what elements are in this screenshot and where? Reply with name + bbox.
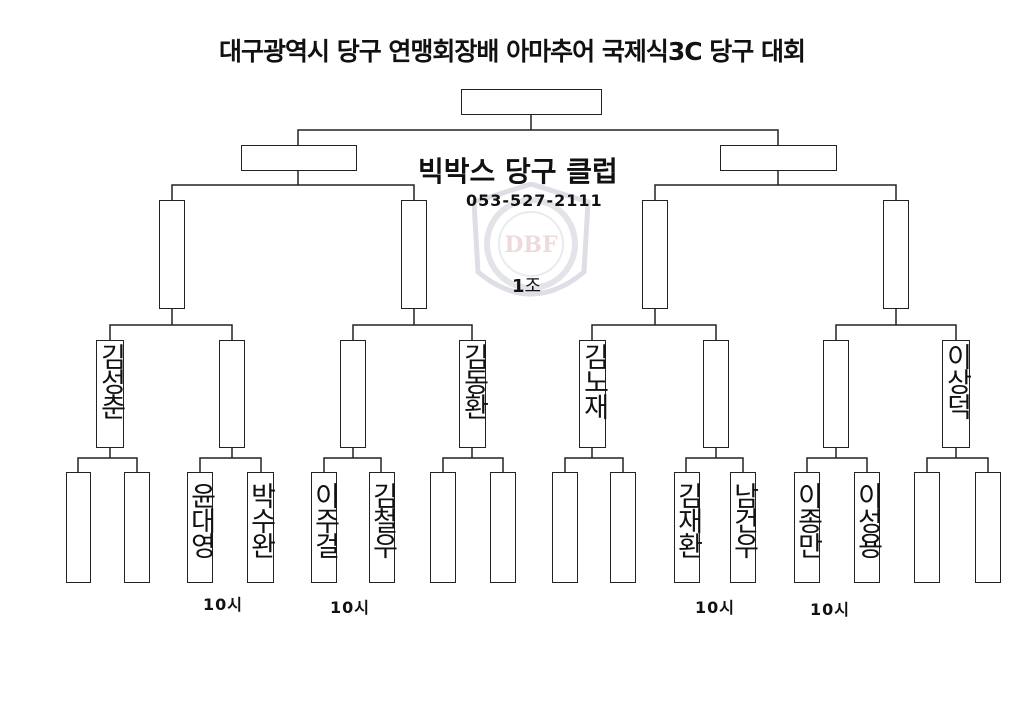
round16-box[interactable] bbox=[823, 340, 849, 448]
round16-box[interactable] bbox=[942, 340, 970, 448]
match-time: 10시 bbox=[695, 598, 735, 617]
player-name-round16: 이상덕 bbox=[941, 343, 972, 418]
quarterfinal-box[interactable] bbox=[401, 200, 427, 309]
federation-logo-watermark: DBF bbox=[468, 181, 594, 318]
round16-box[interactable] bbox=[219, 340, 245, 448]
final-box[interactable] bbox=[461, 89, 602, 115]
round32-box[interactable] bbox=[490, 472, 516, 583]
group-number: 1 bbox=[512, 276, 525, 297]
player-name-round32: 윤대영 bbox=[185, 482, 216, 557]
logo-text: DBF bbox=[504, 232, 558, 258]
round32-box[interactable] bbox=[66, 472, 91, 583]
match-time: 10시 bbox=[203, 595, 243, 614]
player-name-round32: 김철우 bbox=[367, 482, 398, 557]
player-name-round32: 이성용 bbox=[852, 482, 883, 557]
player-name-round32: 이주걸 bbox=[309, 482, 340, 557]
match-time: 10시 bbox=[330, 598, 370, 617]
round16-box[interactable] bbox=[459, 340, 486, 448]
round32-box[interactable] bbox=[247, 472, 274, 583]
round16-box[interactable] bbox=[340, 340, 366, 448]
club-phone: 053-527-2111 bbox=[466, 191, 603, 210]
group-suffix: 조 bbox=[524, 276, 542, 297]
round32-box[interactable] bbox=[124, 472, 150, 583]
round32-box[interactable] bbox=[914, 472, 940, 583]
semifinal-box-right[interactable] bbox=[720, 145, 837, 171]
round32-box[interactable] bbox=[369, 472, 395, 583]
round32-box[interactable] bbox=[552, 472, 578, 583]
quarterfinal-box[interactable] bbox=[159, 200, 185, 309]
club-name: 빅박스 당구 클럽 bbox=[418, 155, 618, 188]
player-name-round32: 남건우 bbox=[728, 482, 759, 557]
round32-box[interactable] bbox=[311, 472, 337, 583]
round32-box[interactable] bbox=[430, 472, 456, 583]
quarterfinal-box[interactable] bbox=[883, 200, 909, 309]
player-name-round32: 박수완 bbox=[245, 482, 276, 557]
group-label: 1조 bbox=[512, 272, 541, 298]
round32-box[interactable] bbox=[854, 472, 880, 583]
round32-box[interactable] bbox=[610, 472, 636, 583]
page-title: 대구광역시 당구 연맹회장배 아마추어 국제식3C 당구 대회 bbox=[219, 37, 806, 66]
round32-box[interactable] bbox=[674, 472, 700, 583]
quarterfinal-box[interactable] bbox=[642, 200, 668, 309]
round32-box[interactable] bbox=[975, 472, 1001, 583]
player-name-round16: 김노재 bbox=[578, 343, 609, 418]
player-name-round32: 이종만 bbox=[792, 482, 823, 557]
round16-box[interactable] bbox=[96, 340, 124, 448]
player-name-round16: 김동환 bbox=[458, 343, 489, 418]
semifinal-box-left[interactable] bbox=[241, 145, 357, 171]
player-name-round16: 김성춘 bbox=[95, 343, 126, 418]
player-name-round32: 김재환 bbox=[672, 482, 703, 557]
round16-box[interactable] bbox=[579, 340, 606, 448]
match-time: 10시 bbox=[810, 600, 850, 619]
round32-box[interactable] bbox=[794, 472, 820, 583]
round32-box[interactable] bbox=[187, 472, 213, 583]
round16-box[interactable] bbox=[703, 340, 729, 448]
round32-box[interactable] bbox=[730, 472, 756, 583]
